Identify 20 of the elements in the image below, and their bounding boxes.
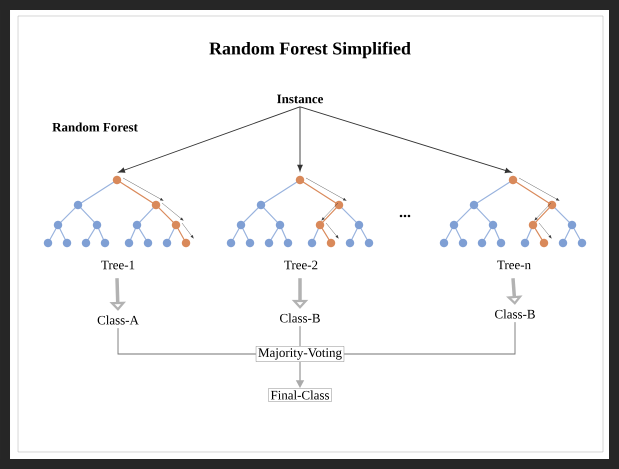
class-label: Class-A — [98, 315, 139, 325]
instance-label: Instance — [277, 94, 324, 104]
result-box: Final-Class — [268, 388, 332, 402]
tree-drawing — [44, 176, 194, 248]
tree-label: Tree-2 — [284, 260, 318, 270]
tree-drawing — [226, 176, 374, 248]
tree-label: Tree-1 — [101, 260, 134, 270]
arrow — [118, 106, 300, 173]
connector-line — [344, 322, 516, 354]
arrow — [297, 106, 303, 172]
result-box: Majority-Voting — [256, 346, 344, 362]
arrow — [300, 106, 512, 174]
class-label: Class-B — [280, 313, 320, 323]
title: Random Forest Simplified — [209, 42, 411, 58]
tree-label: Tree-n — [497, 260, 531, 270]
connector-line — [118, 328, 256, 354]
ellipsis: ... — [400, 214, 410, 218]
section-heading: Random Forest — [52, 122, 138, 132]
class-label: Class-B — [495, 309, 535, 319]
tree-drawing — [440, 176, 586, 248]
